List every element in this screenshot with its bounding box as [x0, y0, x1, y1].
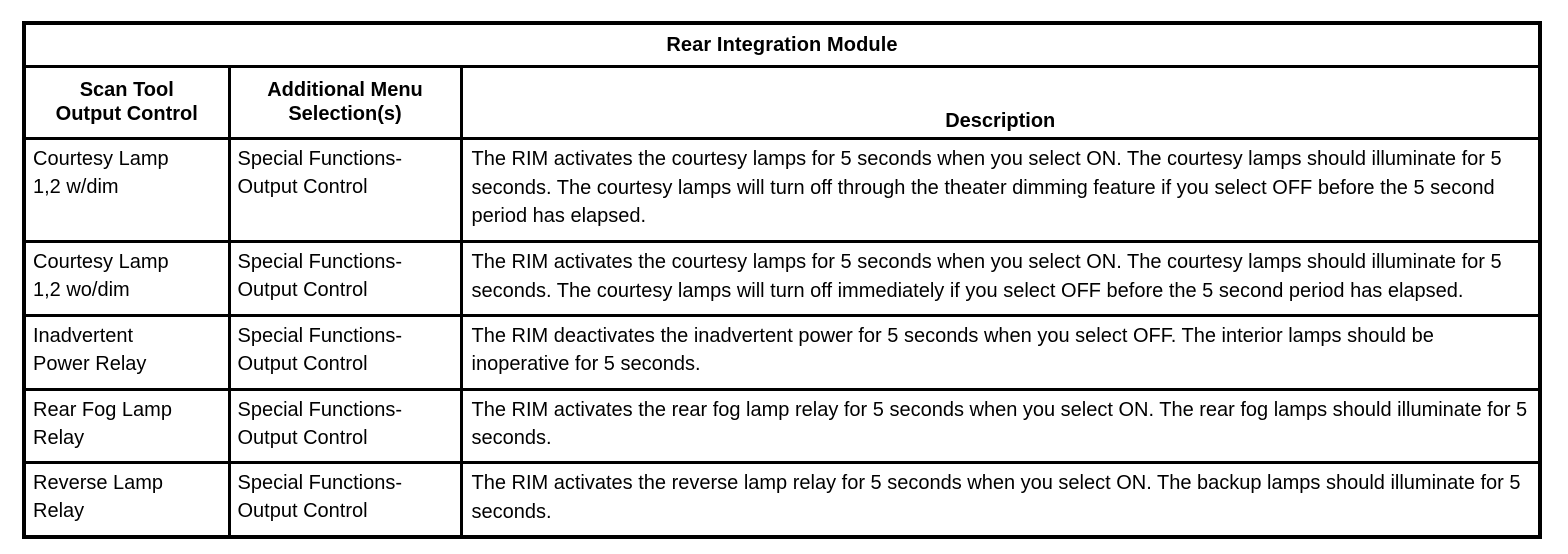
cell-line-2: Relay: [33, 426, 85, 449]
cell-line-2: Output Control: [237, 426, 368, 449]
column-header-line-1: Additional Menu: [267, 79, 423, 101]
cell-scan-tool-output-control: Rear Fog Lamp Relay: [22, 387, 231, 465]
cell-line-2: Output Control: [237, 500, 368, 523]
cell-scan-tool-output-control: Courtesy Lamp 1,2 w/dim: [22, 136, 231, 244]
cell-line-2: 1,2 w/dim: [33, 176, 119, 198]
cell-line-1: Inadvertent: [33, 324, 134, 347]
cell-additional-menu-selections: Special Functions- Output Control: [227, 313, 463, 391]
cell-line-2: Output Control: [237, 352, 368, 375]
table-title: Rear Integration Module: [22, 21, 1542, 68]
cell-line-2: Output Control: [237, 176, 368, 198]
cell-additional-menu-selections: Special Functions- Output Control: [227, 136, 463, 244]
cell-additional-menu-selections: Special Functions- Output Control: [227, 387, 463, 465]
cell-scan-tool-output-control: Courtesy Lamp 1,2 wo/dim: [22, 240, 231, 317]
rear-integration-module-table: Rear Integration Module Scan Tool Output…: [22, 21, 1542, 539]
cell-line-1: Courtesy Lamp: [33, 148, 169, 170]
cell-line-2: Output Control: [237, 279, 368, 302]
table-row: Rear Fog Lamp Relay Special Functions- O…: [22, 387, 1542, 465]
cell-line-1: Reverse Lamp: [33, 472, 164, 495]
table-row: Reverse Lamp Relay Special Functions- Ou…: [22, 461, 1542, 539]
column-header-additional-menu-selections: Additional Menu Selection(s): [227, 65, 463, 140]
table-row: Inadvertent Power Relay Special Function…: [22, 313, 1542, 391]
cell-line-2: 1,2 wo/dim: [33, 279, 130, 302]
cell-line-1: Special Functions-: [237, 472, 403, 495]
column-header-line-1: Description: [945, 110, 1056, 132]
column-header-line-1: Scan Tool: [79, 79, 174, 101]
rear-integration-module-table-container: Rear Integration Module Scan Tool Output…: [22, 21, 1542, 539]
column-header-description: Description: [459, 65, 1542, 140]
cell-line-1: Special Functions-: [237, 324, 403, 347]
table-row: Courtesy Lamp 1,2 w/dim Special Function…: [22, 136, 1542, 244]
cell-description: The RIM activates the courtesy lamps for…: [459, 240, 1542, 317]
cell-line-1: Special Functions-: [237, 251, 403, 274]
table-title-row: Rear Integration Module: [22, 21, 1542, 68]
table-header-row: Scan Tool Output Control Additional Menu…: [22, 65, 1542, 140]
cell-description: The RIM activates the rear fog lamp rela…: [459, 387, 1542, 465]
cell-line-1: Special Functions-: [237, 398, 403, 421]
column-header-line-2: Output Control: [55, 103, 198, 125]
cell-additional-menu-selections: Special Functions- Output Control: [227, 461, 463, 539]
cell-scan-tool-output-control: Inadvertent Power Relay: [22, 313, 231, 391]
cell-description: The RIM deactivates the inadvertent powe…: [459, 313, 1542, 391]
cell-line-1: Courtesy Lamp: [33, 251, 169, 274]
cell-additional-menu-selections: Special Functions- Output Control: [227, 240, 463, 317]
cell-line-1: Rear Fog Lamp: [33, 398, 172, 421]
cell-description: The RIM activates the reverse lamp relay…: [459, 461, 1542, 539]
cell-line-1: Special Functions-: [237, 148, 403, 170]
cell-description: The RIM activates the courtesy lamps for…: [459, 136, 1542, 244]
table-row: Courtesy Lamp 1,2 wo/dim Special Functio…: [22, 240, 1542, 317]
cell-scan-tool-output-control: Reverse Lamp Relay: [22, 461, 231, 539]
cell-line-2: Power Relay: [33, 352, 147, 375]
cell-line-2: Relay: [33, 500, 85, 523]
column-header-line-2: Selection(s): [288, 103, 402, 125]
column-header-scan-tool-output-control: Scan Tool Output Control: [22, 65, 231, 140]
